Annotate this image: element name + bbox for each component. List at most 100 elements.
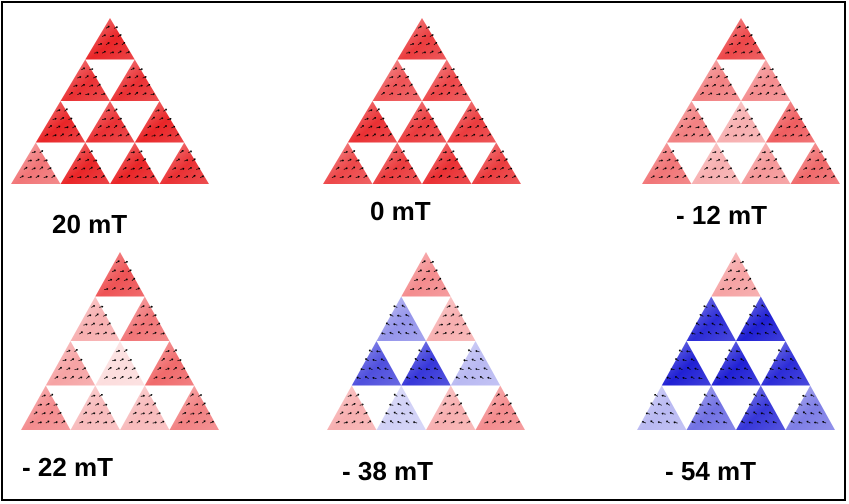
subtriangle-r1-c1: [741, 59, 791, 101]
sierpinski-panel-2: [323, 18, 521, 184]
spin-arrows-r3-c0: [29, 393, 66, 424]
subtriangle-r2-c2: [134, 101, 185, 143]
subtriangle-r1-c0: [376, 296, 426, 341]
spin-arrows-r1-c1: [430, 67, 467, 96]
spin-arrows-r1-c0: [69, 67, 106, 96]
spin-arrows-r1-c1: [118, 67, 155, 96]
subtriangle-r3-c3: [790, 142, 840, 184]
spin-arrows-r3-c1: [700, 150, 736, 179]
spin-arrows-r3-c1: [381, 150, 417, 179]
subtriangle-r1-c1: [422, 59, 472, 101]
subtriangle-r1-c1: [736, 296, 786, 341]
spin-arrows-r0-c0: [410, 260, 446, 291]
subtriangle-r2-c1: [711, 341, 761, 386]
subtriangle-r3-c3: [169, 385, 219, 430]
spin-arrows-r3-c1: [691, 393, 728, 424]
subtriangle-r1-c0: [691, 59, 741, 101]
subtriangle-r2-c2: [760, 341, 811, 386]
spin-arrows-r1-c1: [128, 305, 165, 335]
spin-arrows-r0-c0: [720, 260, 756, 291]
spin-arrows-r1-c0: [381, 304, 418, 335]
spin-arrows-r2-c2: [765, 349, 802, 379]
spin-arrows-r2-c0: [44, 108, 80, 137]
spin-arrows-r3-c3: [168, 149, 204, 179]
subtriangle-r1-c0: [70, 296, 120, 341]
spin-arrows-r3-c3: [484, 393, 520, 424]
subtriangle-r3-c0: [11, 142, 61, 184]
spin-arrows-r3-c0: [335, 393, 372, 424]
subtriangle-r3-c1: [691, 142, 741, 184]
spin-arrows-r0-c0: [104, 260, 140, 291]
spin-arrows-r2-c1: [406, 108, 442, 137]
spin-arrows-r2-c1: [104, 349, 140, 379]
subtriangle-r1-c0: [60, 59, 110, 101]
field-label-panel-6: - 54 mT: [665, 456, 757, 486]
spin-arrows-r2-c1: [725, 108, 761, 137]
spin-arrows-r2-c2: [153, 349, 190, 380]
spin-arrows-r0-c0: [725, 25, 761, 54]
spin-arrows-r3-c0: [641, 393, 678, 424]
subtriangle-r2-c1: [401, 341, 451, 386]
field-label-panel-1: 20 mT: [52, 209, 128, 239]
spin-arrows-r2-c2: [455, 108, 492, 137]
spin-arrows-r2-c2: [143, 108, 180, 137]
spin-arrows-r3-c1: [79, 393, 115, 424]
subtriangle-r2-c0: [45, 341, 96, 386]
subtriangle-r1-c0: [686, 296, 736, 341]
subtriangle-r3-c1: [686, 385, 736, 430]
spin-arrows-r3-c2: [118, 150, 155, 179]
spin-arrows-r3-c3: [790, 394, 827, 424]
subtriangle-r1-c1: [426, 296, 476, 341]
subtriangle-r2-c0: [666, 101, 717, 143]
subtriangle-r2-c0: [35, 101, 86, 143]
subtriangle-r2-c1: [85, 101, 135, 143]
spin-arrows-r3-c3: [480, 149, 516, 179]
field-label-panel-3: - 12 mT: [676, 200, 768, 230]
subtriangle-r3-c2: [120, 385, 170, 430]
subtriangle-r3-c3: [471, 142, 521, 184]
spin-arrows-r2-c0: [356, 108, 392, 137]
subtriangle-r2-c1: [397, 101, 447, 143]
spin-arrows-r3-c0: [331, 150, 368, 179]
sierpinski-panel-3: [642, 18, 840, 184]
spin-arrows-r2-c0: [54, 348, 90, 379]
spin-arrows-r1-c1: [749, 67, 786, 96]
subtriangle-r0-c0: [397, 18, 447, 60]
spin-arrows-r1-c0: [700, 67, 737, 96]
subtriangle-r2-c0: [661, 341, 712, 386]
spin-arrows-r2-c1: [406, 349, 442, 380]
spin-arrows-r1-c0: [381, 67, 418, 96]
spin-arrows-r2-c2: [455, 349, 492, 379]
subtriangle-r3-c1: [60, 142, 110, 184]
spin-arrows-r3-c0: [650, 150, 687, 179]
subtriangle-r3-c0: [21, 385, 71, 430]
subtriangle-r0-c0: [95, 252, 145, 297]
subtriangle-r2-c2: [446, 101, 497, 143]
subtriangle-r0-c0: [85, 18, 135, 60]
spin-arrows-r1-c0: [691, 304, 728, 335]
sierpinski-panel-4: [21, 252, 219, 430]
spin-arrows-r2-c1: [94, 108, 130, 137]
subtriangle-r3-c0: [642, 142, 692, 184]
spin-arrows-r3-c0: [19, 150, 56, 179]
subtriangle-r3-c0: [323, 142, 373, 184]
spin-arrows-r1-c1: [740, 304, 777, 335]
subtriangle-r3-c3: [475, 385, 525, 430]
subtriangle-r1-c0: [372, 59, 422, 101]
subtriangle-r0-c0: [711, 252, 761, 297]
sierpinski-panel-1: [11, 18, 209, 184]
subtriangle-r3-c1: [376, 385, 426, 430]
subtriangle-r2-c1: [95, 341, 145, 386]
subtriangle-r1-c1: [120, 296, 170, 341]
subtriangle-r3-c2: [422, 142, 472, 184]
subtriangle-r3-c0: [637, 385, 687, 430]
spin-arrows-r3-c2: [741, 393, 777, 424]
sierpinski-panel-6: [637, 252, 835, 430]
subtriangle-r2-c2: [144, 341, 195, 386]
subtriangle-r3-c3: [785, 385, 835, 430]
spin-arrows-r3-c3: [799, 149, 835, 179]
spin-arrows-r0-c0: [406, 25, 442, 54]
subtriangle-r3-c2: [110, 142, 160, 184]
subtriangle-r3-c2: [426, 385, 476, 430]
